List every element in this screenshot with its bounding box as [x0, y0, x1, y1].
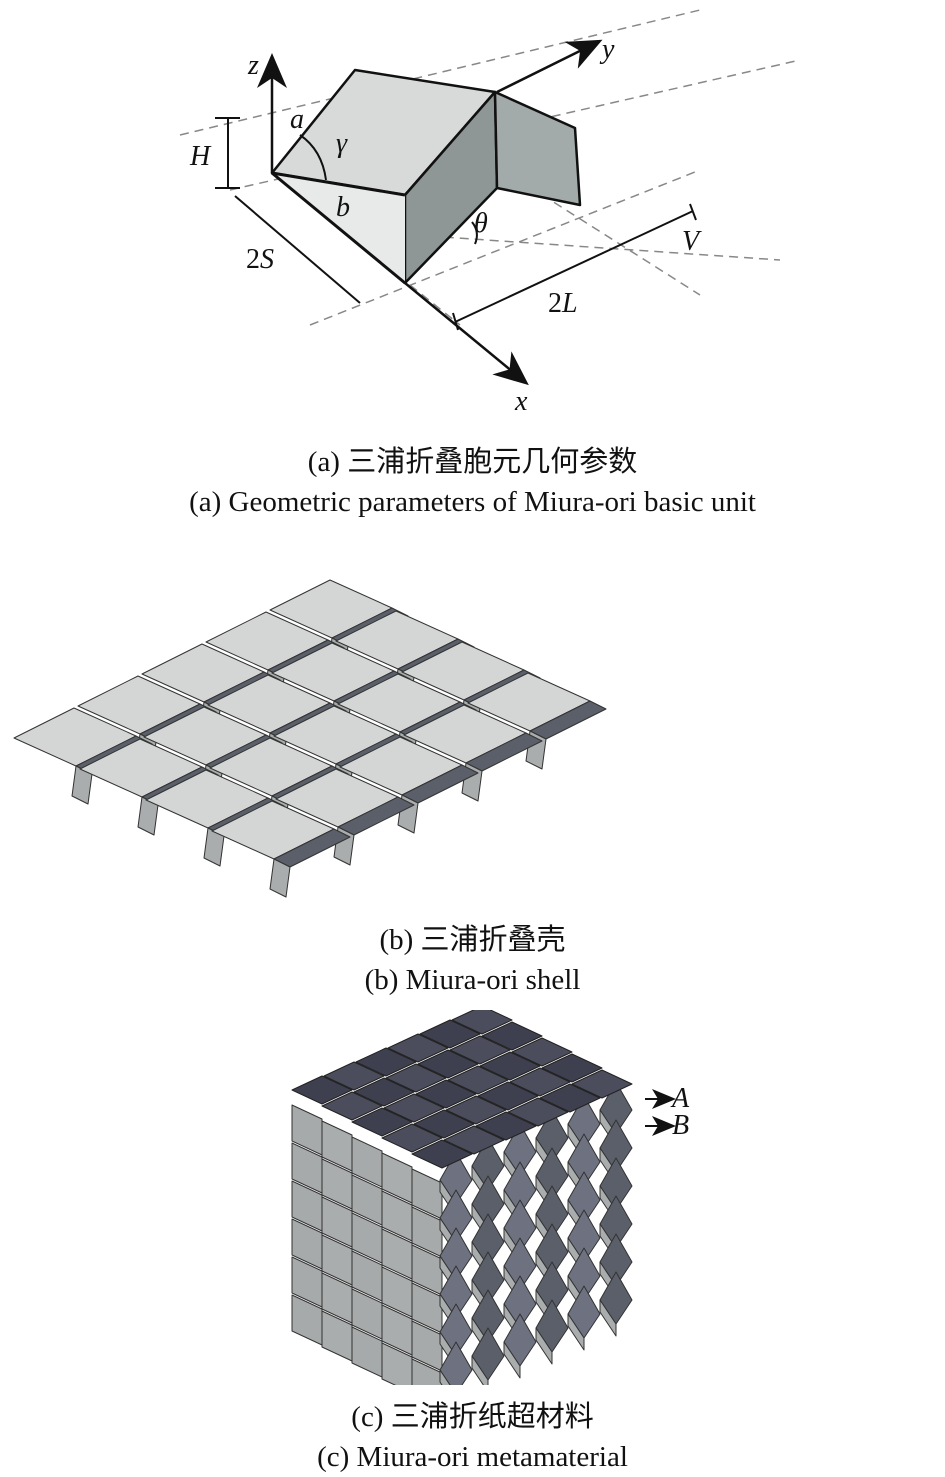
meta-top-tile [451, 1010, 513, 1035]
miura-shell-diagram [13, 579, 607, 898]
meta-right-side [535, 1327, 553, 1365]
meta-top-tile [481, 1021, 543, 1051]
panel-c-metamaterial: A B (c) 三浦折纸超材料 (c) Miura-ori metamateri… [0, 1010, 945, 1477]
meta-top-tile [447, 1065, 509, 1095]
meta-top-tile [507, 1097, 569, 1127]
meta-top-tile [443, 1125, 505, 1155]
meta-right-tooth [439, 1341, 473, 1385]
metamaterial-right-face [439, 1081, 633, 1385]
meta-left-tile [411, 1358, 443, 1385]
x-axis-line [271, 171, 406, 285]
label-y: y [599, 34, 615, 65]
x-axis [404, 282, 529, 386]
label-gamma: γ [336, 128, 348, 159]
meta-top-tile [415, 1079, 477, 1109]
meta-top-tile [511, 1037, 573, 1067]
meta-top-tile [323, 1061, 385, 1091]
shell-face-mid [269, 858, 291, 898]
meta-right-side [599, 1299, 617, 1337]
meta-right-side [567, 1313, 585, 1351]
label-2S: 2S [246, 244, 274, 275]
caption-b-en: (b) Miura-ori shell [364, 964, 581, 996]
metamaterial-top-face [291, 1010, 633, 1169]
meta-top-tile [541, 1053, 603, 1083]
miura-metamaterial-diagram: A B [291, 1010, 690, 1385]
meta-top-tile [477, 1081, 539, 1111]
label-A: A [670, 1083, 690, 1114]
label-z: z [247, 50, 259, 81]
meta-top-tile [353, 1077, 415, 1107]
meta-top-tile [351, 1107, 413, 1137]
y-axis [496, 39, 603, 94]
meta-left-tile [381, 1342, 413, 1385]
meta-top-tile [571, 1069, 633, 1099]
label-2L: 2L [548, 288, 578, 319]
label-theta: θ [474, 208, 488, 239]
label-x: x [514, 386, 528, 417]
meta-top-tile [411, 1139, 473, 1169]
miura-unit-diagram: z y x a γ b θ H 2S 2L V [179, 9, 801, 417]
meta-top-tile [383, 1093, 445, 1123]
caption-c-en: (c) Miura-ori metamaterial [317, 1441, 628, 1473]
caption-b-zh: (b) 三浦折叠壳 [379, 924, 566, 956]
meta-top-tile [413, 1109, 475, 1139]
meta-top-tile [321, 1091, 383, 1121]
meta-top-tile [387, 1033, 449, 1063]
meta-top-tile [385, 1063, 447, 1093]
label-V: V [682, 226, 702, 257]
metamaterial-left-face [291, 1104, 443, 1385]
label-a: a [290, 104, 304, 135]
meta-right-side [439, 1369, 451, 1385]
theta-arc [471, 221, 478, 245]
meta-top-tile [381, 1123, 443, 1153]
label-B: B [672, 1110, 689, 1141]
meta-top-tile [445, 1095, 507, 1125]
label-H: H [189, 141, 212, 172]
meta-top-tile [479, 1051, 541, 1081]
shell-tiles [13, 579, 607, 898]
caption-c-zh: (c) 三浦折纸超材料 [351, 1401, 594, 1433]
caption-a-en: (a) Geometric parameters of Miura-ori ba… [189, 486, 756, 518]
meta-right-side [471, 1355, 489, 1385]
panel-a-unit-geometry: z y x a γ b θ H 2S 2L V (a) 三浦折叠胞元几何参数 (… [0, 0, 945, 530]
meta-top-tile [355, 1047, 417, 1077]
meta-top-tile [449, 1035, 511, 1065]
meta-top-tile [417, 1049, 479, 1079]
meta-top-tile [539, 1083, 601, 1113]
meta-top-tile [419, 1019, 481, 1049]
meta-right-side [503, 1341, 521, 1379]
dimension-lines [215, 117, 697, 331]
caption-a-zh: (a) 三浦折叠胞元几何参数 [307, 446, 638, 478]
panel-b-shell: (b) 三浦折叠壳 (b) Miura-ori shell [0, 560, 945, 1000]
meta-top-tile [509, 1067, 571, 1097]
meta-top-tile [475, 1111, 537, 1141]
meta-top-tile [291, 1075, 353, 1105]
gamma-arc [299, 134, 327, 181]
label-b: b [336, 192, 350, 223]
